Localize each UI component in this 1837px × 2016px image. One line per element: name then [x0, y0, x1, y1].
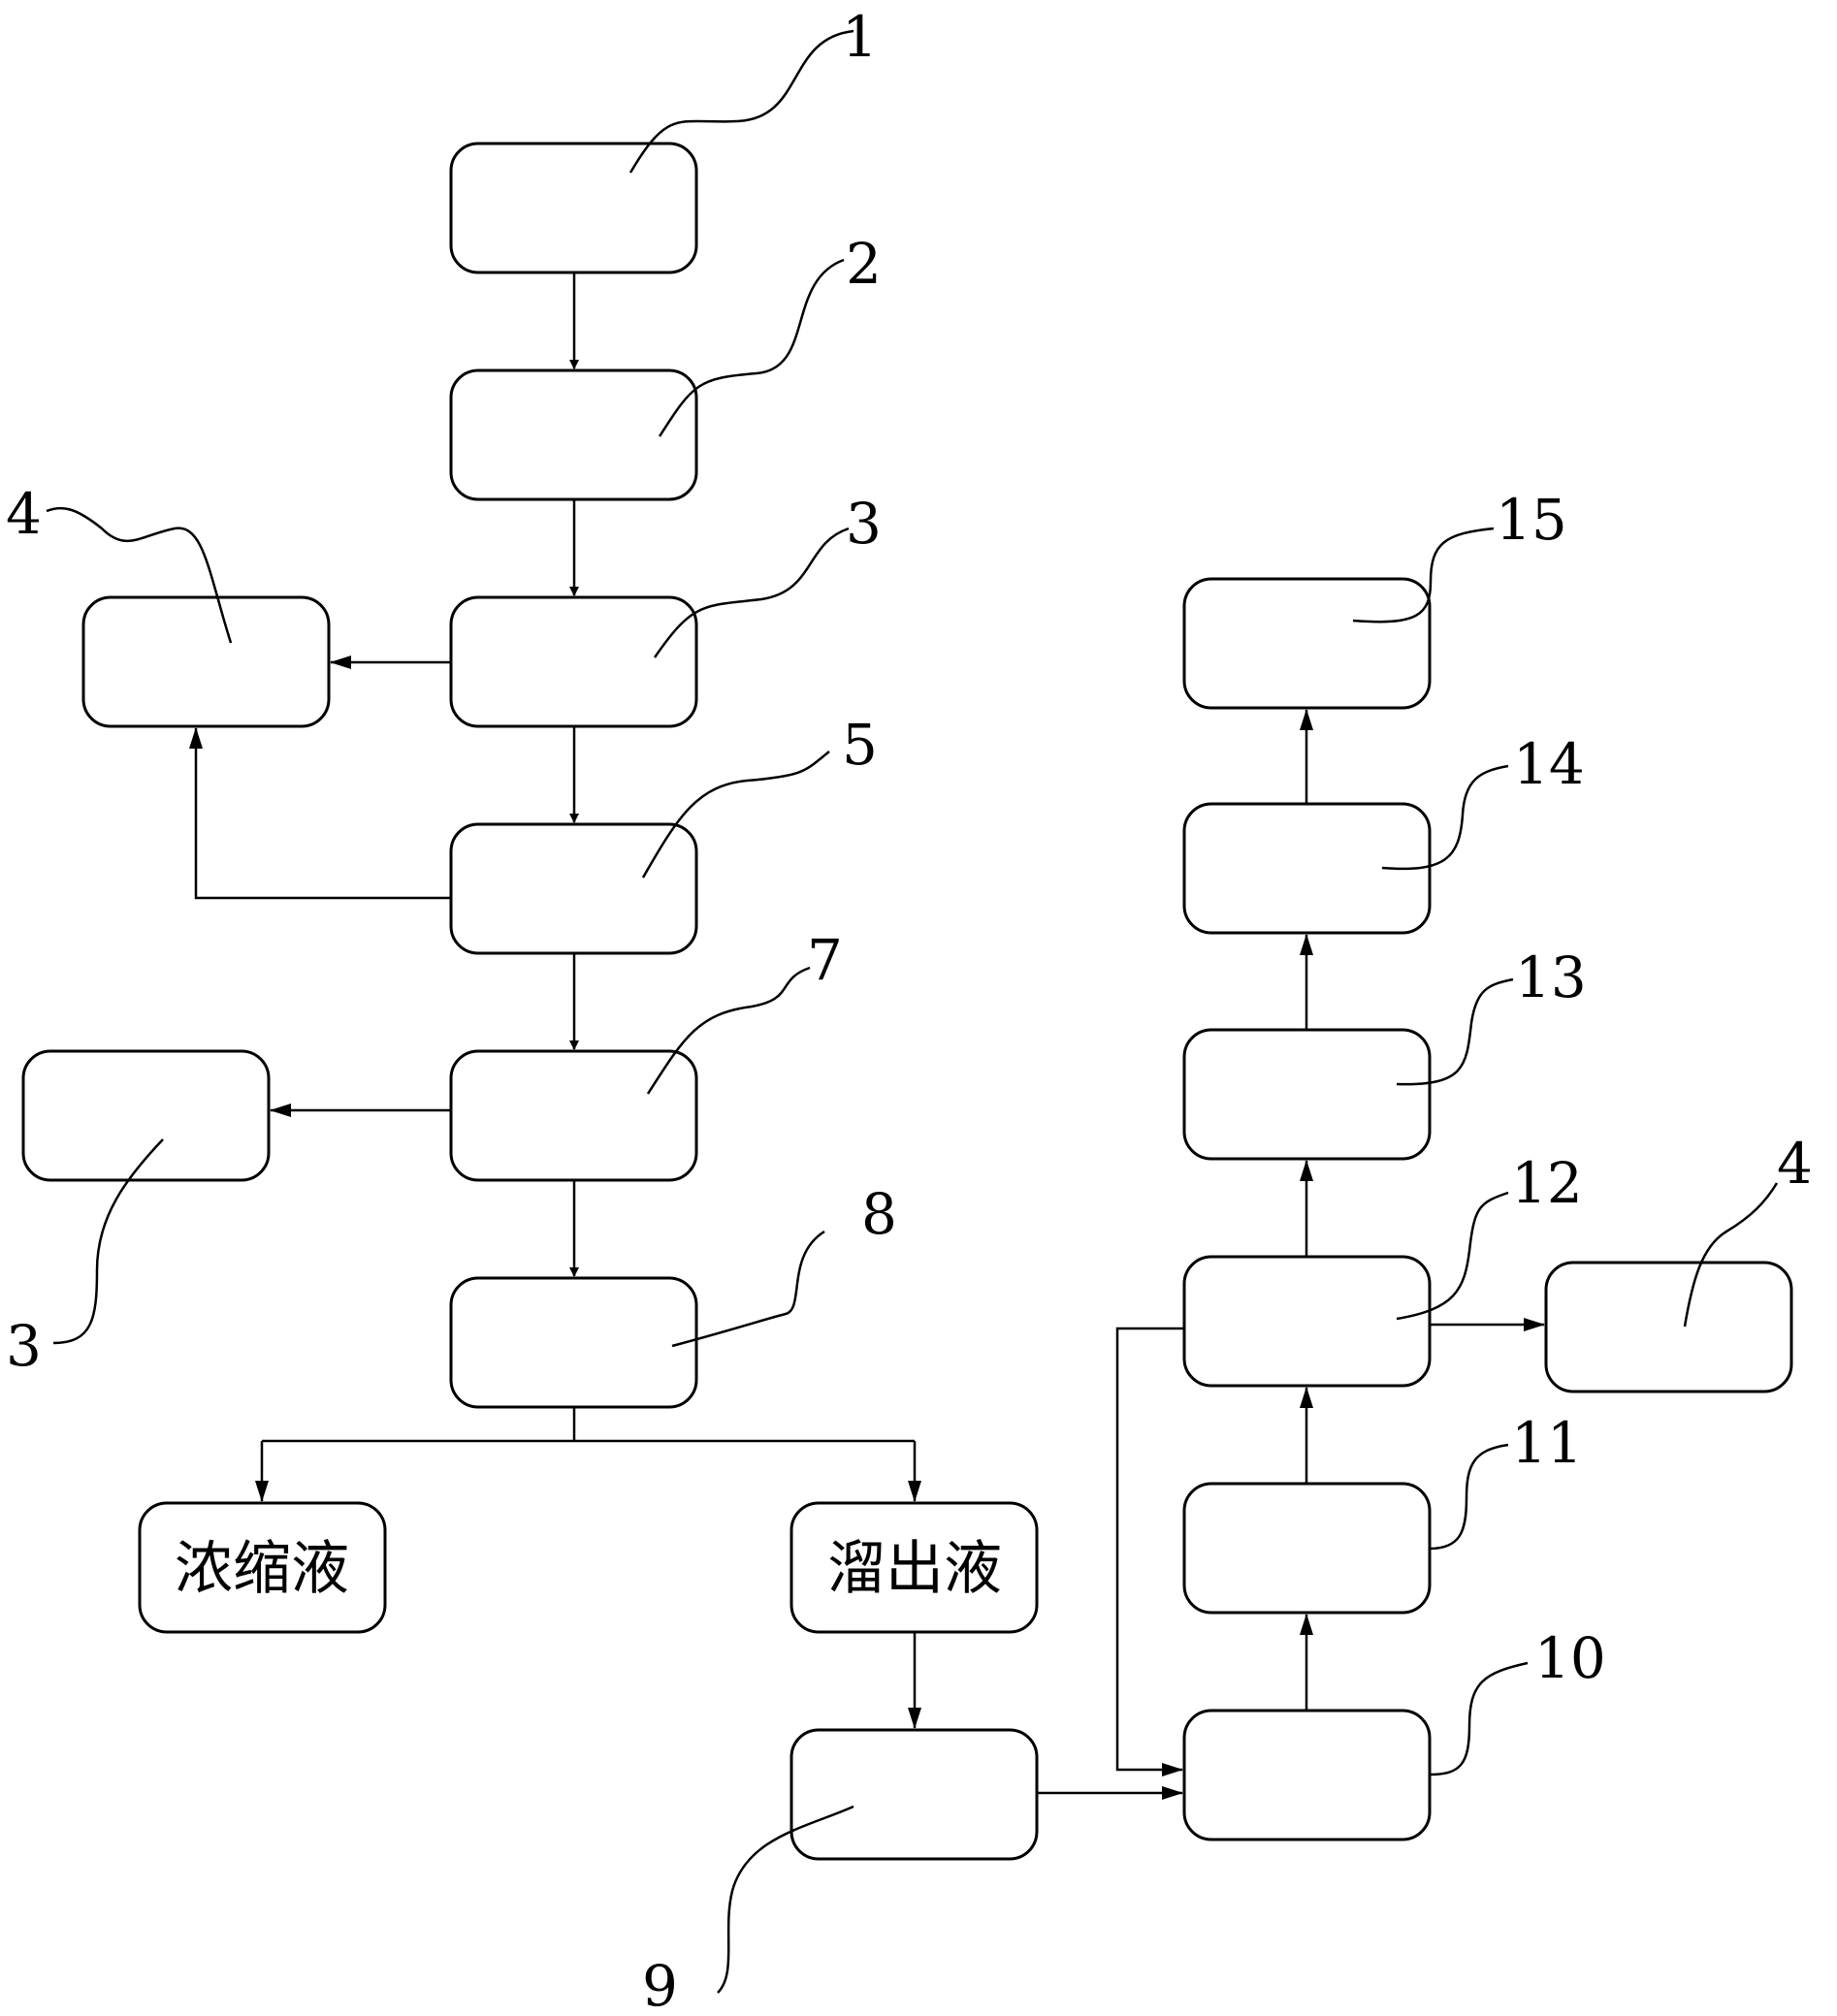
- distillate-label: 溜出液: [827, 1535, 1002, 1603]
- leader-5: [641, 751, 830, 879]
- box-4-left: [81, 595, 331, 728]
- label-12: 12: [1511, 1150, 1583, 1216]
- label-2: 2: [846, 231, 882, 297]
- label-8: 8: [861, 1181, 897, 1247]
- leader-3-left: [52, 1138, 164, 1345]
- leader-12: [1396, 1191, 1509, 1321]
- leader-4-left: [46, 506, 233, 644]
- label-5: 5: [842, 712, 878, 778]
- box-11: [1182, 1482, 1432, 1615]
- label-1: 1: [842, 4, 878, 70]
- leader-10: [1429, 1661, 1529, 1776]
- leader-7: [646, 966, 811, 1095]
- box-concentrate: [138, 1501, 387, 1634]
- label-14: 14: [1513, 731, 1585, 797]
- leader-15: [1352, 527, 1495, 624]
- label-4-left: 4: [6, 481, 42, 547]
- leader-14: [1381, 764, 1509, 871]
- box-4-right: [1544, 1261, 1793, 1393]
- label-10: 10: [1534, 1625, 1606, 1691]
- leader-4-right: [1683, 1182, 1779, 1328]
- label-9: 9: [642, 1953, 678, 2016]
- box-8: [449, 1276, 698, 1409]
- concentrate-label: 浓缩液: [175, 1535, 349, 1603]
- box-9: [790, 1728, 1039, 1861]
- label-3-left: 3: [6, 1313, 42, 1379]
- box-12: [1182, 1255, 1432, 1388]
- box-3: [449, 595, 698, 728]
- box-10: [1182, 1709, 1432, 1841]
- leader-13: [1396, 977, 1514, 1086]
- label-11: 11: [1511, 1410, 1583, 1476]
- label-3: 3: [846, 491, 882, 557]
- leader-3: [653, 527, 850, 658]
- leader-1: [628, 29, 854, 174]
- arrow-12-to-10: [1115, 1327, 1184, 1776]
- box-7: [449, 1049, 698, 1182]
- leader-2: [658, 258, 845, 437]
- box-3-left: [21, 1049, 271, 1182]
- leader-9: [717, 1805, 854, 1994]
- arrow-5-to-4: [189, 727, 451, 900]
- label-7: 7: [807, 927, 843, 993]
- box-15: [1182, 577, 1432, 710]
- box-13: [1182, 1028, 1432, 1161]
- label-4-right: 4: [1777, 1131, 1813, 1197]
- box-1: [449, 142, 698, 274]
- box-5: [449, 822, 698, 955]
- leader-11: [1429, 1443, 1509, 1551]
- label-13: 13: [1515, 944, 1587, 1010]
- leader-8: [671, 1230, 825, 1348]
- label-15: 15: [1496, 487, 1567, 553]
